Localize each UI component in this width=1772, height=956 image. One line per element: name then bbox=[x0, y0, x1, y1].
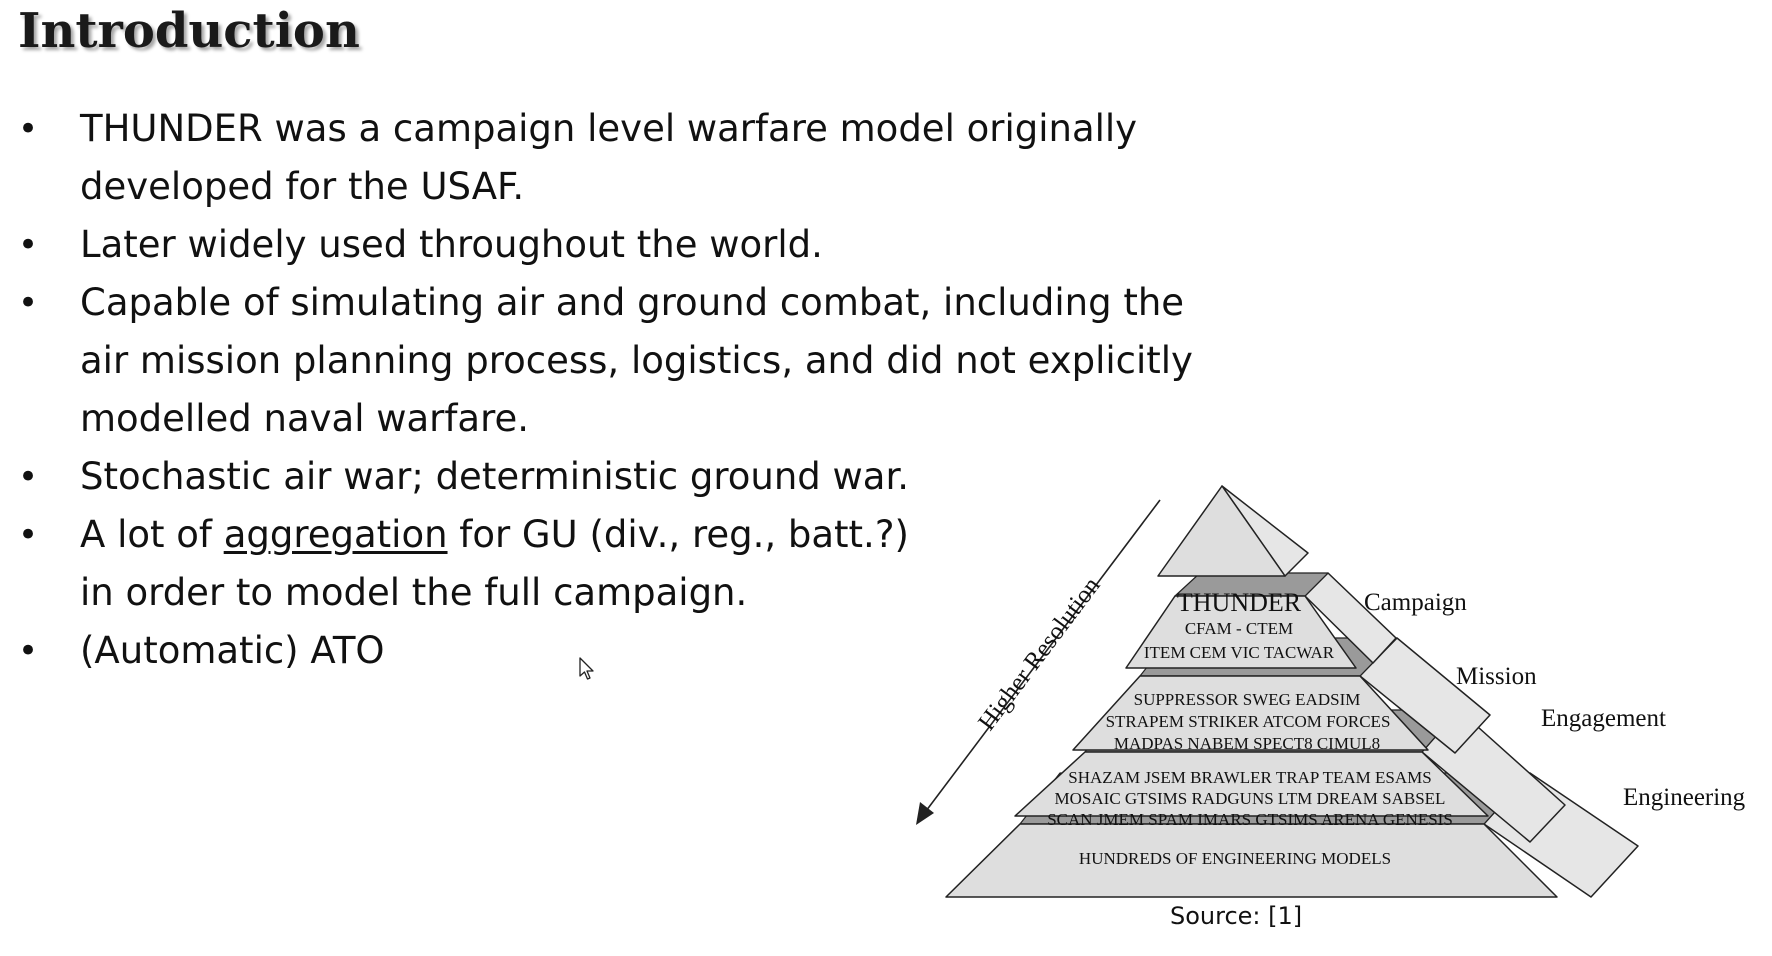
bullet-text: modelled naval warfare. bbox=[80, 397, 530, 440]
bullet-text: (Automatic) ATO bbox=[80, 629, 385, 672]
level-line: SUPPRESSOR SWEG EADSIM bbox=[1134, 690, 1361, 709]
bullet-text: THUNDER was a campaign level warfare mod… bbox=[80, 107, 1138, 150]
bullet-text-part: for GU (div., reg., batt.?) bbox=[447, 513, 909, 556]
bullet-item: • (Automatic) ATO bbox=[18, 622, 1258, 680]
model-hierarchy-pyramid: Higher Resolution THUNDER CFAM - CTEM IT… bbox=[916, 485, 1746, 898]
bullet-text: Later widely used throughout the world. bbox=[80, 223, 823, 266]
bullet-text: in order to model the full campaign. bbox=[80, 571, 748, 614]
level-line: MOSAIC GTSIMS RADGUNS LTM DREAM SABSEL bbox=[1055, 789, 1446, 808]
bullet-text: Stochastic air war; deterministic ground… bbox=[80, 455, 910, 498]
bullet-text: air mission planning process, logistics,… bbox=[80, 339, 1193, 382]
pyramid-level-engineering-face bbox=[945, 823, 1558, 898]
pyramid-level-engagement-face bbox=[1014, 751, 1489, 817]
source-caption: Source: [1] bbox=[1170, 902, 1303, 930]
bullet-text: Capable of simulating air and ground com… bbox=[80, 281, 1185, 324]
bullet-icon: • bbox=[18, 457, 39, 497]
bullet-item: • THUNDER was a campaign level warfare m… bbox=[18, 100, 1258, 216]
level-line: MADPAS NABEM SPECT8 CIMUL8 bbox=[1114, 734, 1380, 753]
pyramid-level-mission-face bbox=[1072, 675, 1429, 751]
bullet-list: • THUNDER was a campaign level warfare m… bbox=[18, 100, 1258, 680]
bullet-item: • Capable of simulating air and ground c… bbox=[18, 274, 1258, 448]
level-line: HUNDREDS OF ENGINEERING MODELS bbox=[1079, 849, 1391, 868]
level-line: CFAM - CTEM bbox=[1185, 619, 1293, 638]
slide-title: Introduction bbox=[18, 3, 360, 59]
level-line: ITEM CEM VIC TACWAR bbox=[1144, 643, 1335, 662]
bullet-text: developed for the USAF. bbox=[80, 165, 525, 208]
aggregation-underlined-text: aggregation bbox=[223, 513, 448, 556]
axis-label-higher-resolution: Higher Resolution bbox=[973, 572, 1106, 736]
bullet-icon: • bbox=[18, 283, 39, 323]
level-line: SHAZAM JSEM BRAWLER TRAP TEAM ESAMS bbox=[1068, 768, 1431, 787]
mouse-cursor-icon bbox=[579, 657, 594, 680]
level-name-engagement: Engagement bbox=[1541, 705, 1666, 732]
level-line: STRAPEM STRIKER ATCOM FORCES bbox=[1106, 712, 1391, 731]
bullet-icon: • bbox=[18, 515, 39, 555]
resolution-arrow-line bbox=[922, 499, 1161, 816]
bullet-item: • A lot of aggregation for GU (div., reg… bbox=[18, 506, 1258, 622]
bullet-icon: • bbox=[18, 109, 39, 149]
pyramid-apex-face bbox=[1157, 485, 1286, 577]
level-line: SCAN JMEM SPAM IMARS GTSIMS ARENA GENESI… bbox=[1047, 810, 1453, 829]
bullet-icon: • bbox=[18, 631, 39, 671]
bullet-icon: • bbox=[18, 225, 39, 265]
resolution-arrowhead-icon bbox=[916, 802, 934, 825]
level-name-engineering: Engineering bbox=[1623, 784, 1746, 811]
pyramid-level-campaign-face bbox=[1125, 595, 1357, 669]
bullet-text-part: A lot of bbox=[80, 513, 224, 556]
bullet-item: • Stochastic air war; deterministic grou… bbox=[18, 448, 1258, 506]
level-name-campaign: Campaign bbox=[1364, 589, 1467, 616]
level-name-mission: Mission bbox=[1456, 663, 1537, 690]
level-title-thunder: THUNDER bbox=[1177, 588, 1302, 617]
bullet-text: A lot of aggregation for GU (div., reg.,… bbox=[80, 506, 1258, 564]
bullet-item: • Later widely used throughout the world… bbox=[18, 216, 1258, 274]
